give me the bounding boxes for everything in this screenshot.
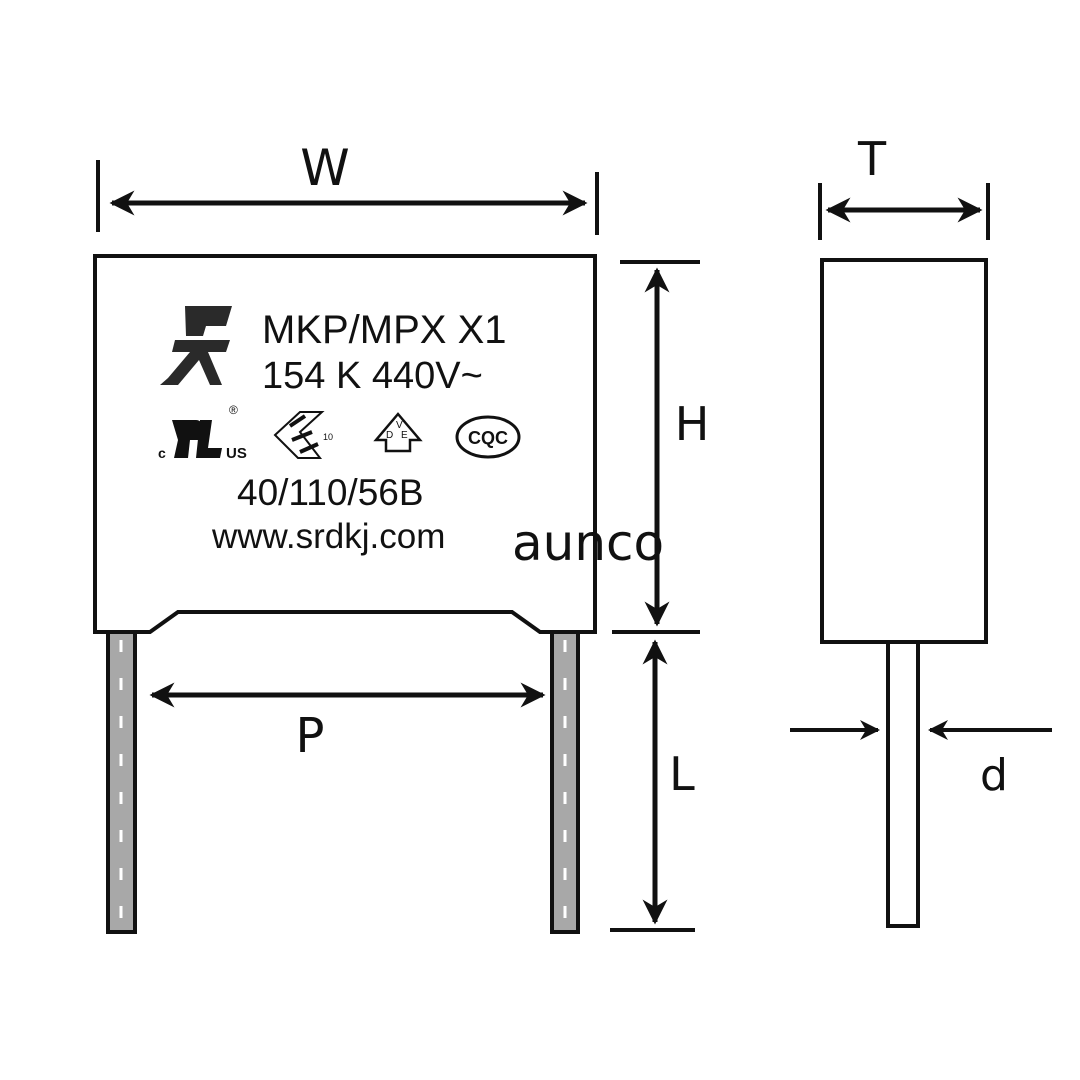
rating-text: 154 K 440V~	[262, 355, 483, 397]
website-text: www.srdkj.com	[211, 517, 445, 556]
vde-v: V	[396, 420, 403, 431]
enec-mark-icon: 10	[273, 411, 333, 459]
lead-length-label: L	[669, 747, 695, 801]
front-leads	[106, 630, 580, 934]
cqc-text: CQC	[468, 428, 508, 448]
ul-us-text: US	[226, 445, 247, 462]
brand-logo-icon	[160, 306, 232, 385]
vde-mark-icon: V D E	[373, 412, 423, 453]
cqc-mark-icon: CQC	[455, 415, 521, 459]
width-dimension: W	[96, 139, 599, 235]
ul-mark-icon: c US ®	[158, 403, 247, 462]
enec-number: 10	[323, 432, 333, 442]
ul-registered-text: ®	[229, 403, 238, 417]
lead-length-dimension: L	[610, 639, 695, 932]
pitch-dimension: P	[149, 682, 546, 764]
lead-diameter-label: d	[980, 750, 1008, 801]
ul-c-text: c	[158, 445, 166, 461]
climatic-category-text: 40/110/56B	[237, 472, 424, 513]
pitch-label: P	[296, 708, 325, 764]
thickness-label: T	[857, 132, 887, 186]
width-label: W	[300, 139, 349, 197]
vde-e: E	[401, 430, 408, 441]
watermark-text: aunco	[512, 514, 664, 572]
height-label: H	[675, 397, 710, 451]
height-dimension: H	[612, 260, 710, 634]
side-view: T d	[790, 132, 1052, 928]
series-text: MKP/MPX X1	[262, 308, 507, 352]
vde-d: D	[386, 430, 393, 441]
